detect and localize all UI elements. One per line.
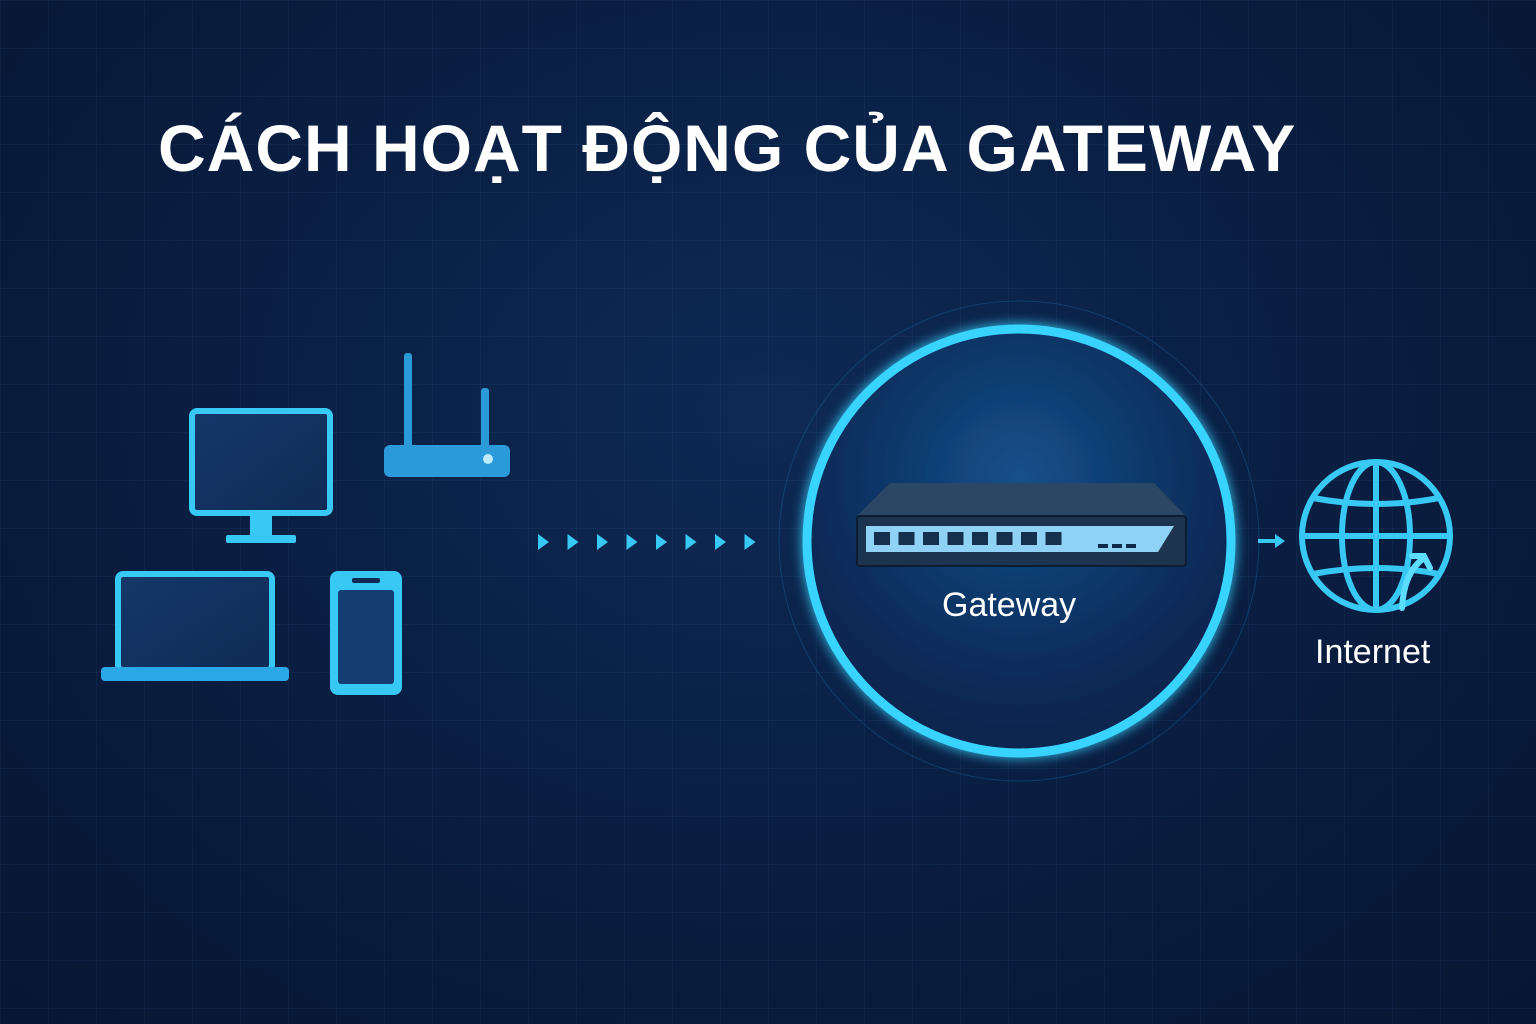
switch-port: [972, 532, 988, 545]
internet-label: Internet: [1315, 633, 1431, 671]
smartphone-icon: [330, 571, 402, 695]
gateway-label: Gateway: [942, 586, 1077, 624]
globe-icon: [1299, 459, 1453, 613]
flow-arrows: [538, 534, 756, 550]
switch-port: [996, 532, 1013, 545]
flow-arrow: [685, 534, 697, 550]
flow-arrow: [538, 534, 549, 550]
flow-arrow: [744, 534, 756, 550]
switch-port: [923, 532, 939, 545]
router-icon: [384, 353, 510, 477]
switch-port: [874, 532, 890, 545]
flow-arrow: [715, 534, 726, 550]
flow-arrow: [597, 534, 608, 550]
page-title: CÁCH HOẠT ĐỘNG CỦA GATEWAY: [158, 111, 1297, 185]
flow-arrow: [626, 534, 638, 550]
switch-port: [898, 532, 915, 545]
monitor-icon: [189, 408, 333, 543]
switch-icon: [856, 483, 1187, 567]
switch-port: [947, 532, 964, 545]
laptop-icon: [101, 571, 289, 681]
flow-arrow: [656, 534, 667, 550]
switch-port: [1021, 532, 1037, 545]
switch-port: [1045, 532, 1062, 545]
gateway-to-internet-arrow: [1258, 534, 1285, 548]
flow-arrow: [567, 534, 579, 550]
